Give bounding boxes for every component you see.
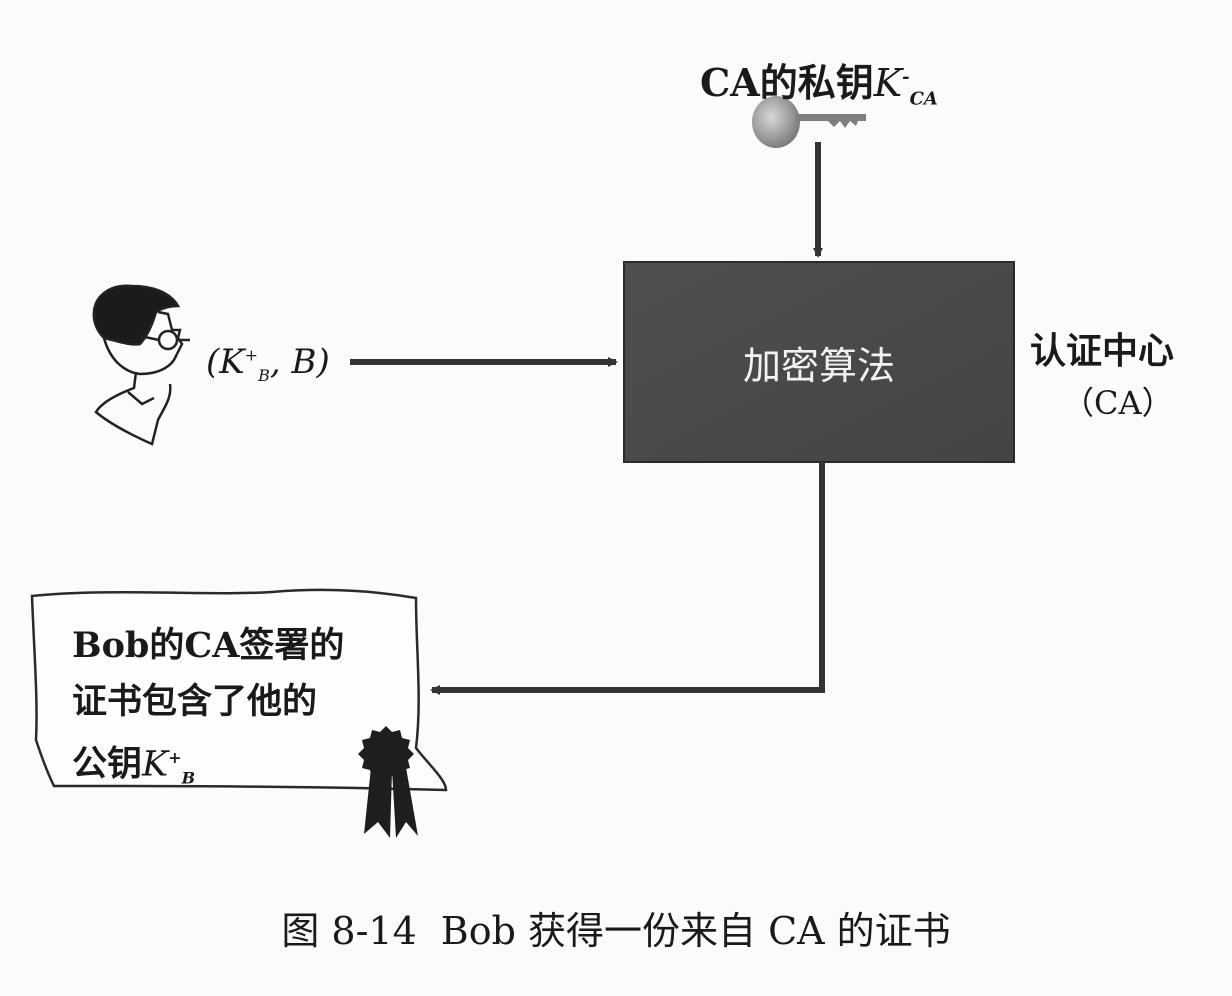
- private-key-sub: CA: [909, 88, 938, 110]
- arrow-box-to-certificate: [430, 462, 825, 695]
- certificate-line-3: 公钥K+B: [72, 730, 392, 807]
- certificate-key-sup: +: [168, 748, 182, 767]
- bob-key-sup: +: [244, 345, 259, 365]
- certificate-scroll: [30, 588, 448, 792]
- private-key-label-text: CA的私钥: [700, 60, 874, 105]
- certificate-seal-icon: [358, 726, 418, 838]
- certificate-key-sub: B: [181, 768, 196, 788]
- private-key-symbol: K: [873, 61, 903, 105]
- encryption-algorithm-label: 加密算法: [742, 343, 895, 388]
- certificate-line-1: Bob的CA签署的: [72, 625, 345, 666]
- certificate-line-3-prefix: 公钥: [72, 743, 143, 785]
- bob-key-sub: B: [258, 365, 270, 385]
- bob-input-open: (: [206, 342, 220, 382]
- private-key-label: CA的私钥K-CA: [700, 52, 938, 110]
- private-key-icon: [752, 96, 866, 148]
- certificate-line-2: 证书包含了他的: [72, 681, 318, 722]
- figure-caption: 图 8-14 Bob 获得一份来自 CA 的证书: [0, 900, 1232, 955]
- certificate-text: Bob的CA签署的 证书包含了他的 公钥K+B: [72, 618, 392, 807]
- encryption-box: [623, 261, 1015, 463]
- ca-title: 认证中心: [1030, 330, 1175, 372]
- bob-input-rest: , B): [269, 342, 330, 382]
- bob-person-icon: [92, 284, 190, 446]
- figure-caption-text: Bob 获得一份来自 CA 的证书: [440, 909, 951, 953]
- certificate-key-symbol: K: [142, 744, 169, 785]
- bob-key-symbol: K: [219, 342, 245, 382]
- ca-subtitle: （CA）: [1062, 384, 1174, 422]
- figure-number: 图 8-14: [281, 909, 417, 953]
- private-key-sup: -: [902, 66, 910, 88]
- bob-input-label: (K+B, B): [206, 342, 330, 385]
